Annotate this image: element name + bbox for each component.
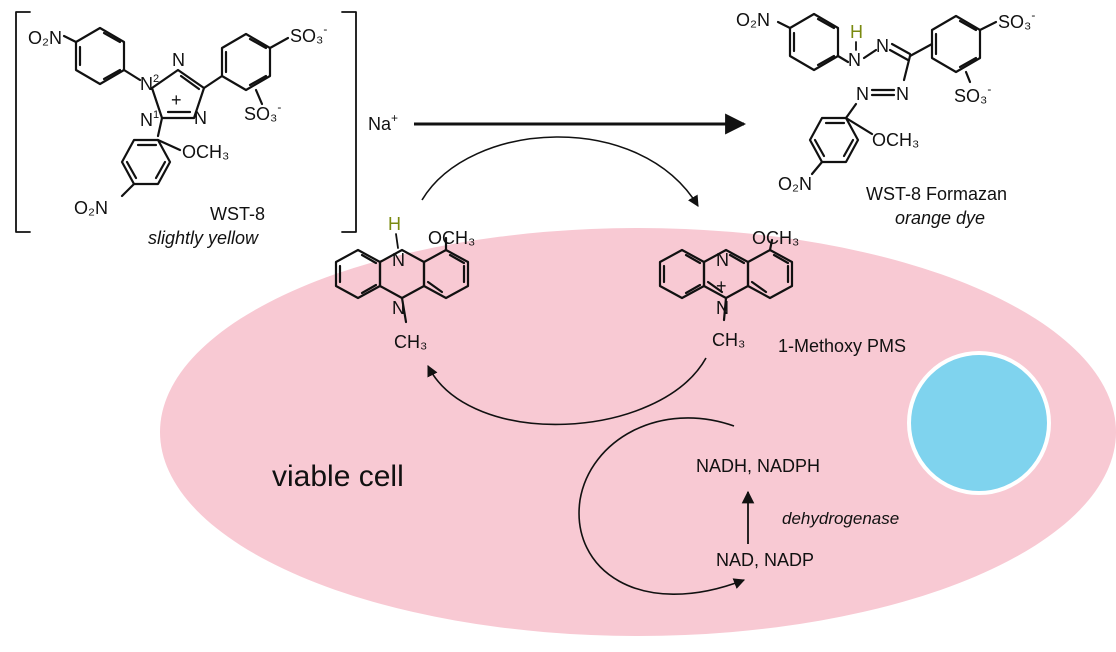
pms-ox-n-bottom: N [716, 298, 729, 318]
formazan-nitro-bottom: O₂N [778, 174, 812, 194]
wst8-nitro-top: O₂N [28, 28, 62, 48]
pms-ox-methoxy: OCH₃ [752, 228, 799, 248]
arc-arrow-pms [427, 357, 707, 426]
pms-name: 1-Methoxy PMS [778, 336, 906, 356]
pms-red-h: H [388, 214, 401, 234]
formazan-nitro-top: O₂N [736, 10, 770, 30]
viable-cell [160, 228, 1116, 636]
arc-arrow-top [421, 136, 699, 207]
wst8-n1-label: N1 [140, 109, 159, 130]
bracket-right [341, 11, 357, 233]
wst8-sulfo-top: SO₃- [290, 22, 327, 46]
bracket-left [15, 11, 31, 233]
pms-oxidized-structure: N N + OCH₃ CH₃ [658, 228, 799, 350]
pms-red-n-bottom: N [392, 298, 405, 318]
wst8-structure: O₂N N2 N + N1 N SO₃- SO₃- OCH₃ O₂N WST-8… [15, 11, 357, 248]
pms-ox-charge: + [716, 276, 727, 296]
wst8-ring-c [120, 138, 172, 186]
formazan-n3: N [896, 84, 909, 104]
wst8-nitro-bottom: O₂N [74, 198, 108, 218]
formazan-ring-c [808, 116, 860, 164]
formazan-h: H [850, 22, 863, 42]
wst8-ring-charge: + [171, 90, 182, 110]
pms-reduced-structure: H N N OCH₃ CH₃ [334, 214, 475, 352]
wst8-methoxy: OCH₃ [182, 142, 229, 162]
nucleus [907, 351, 1051, 495]
wst8-n-top: N [172, 50, 185, 70]
dehydrogenase-label: dehydrogenase [782, 509, 899, 528]
formazan-methoxy: OCH₃ [872, 130, 919, 150]
pms-ox-methyl: CH₃ [712, 330, 745, 350]
wst8-sulfo-bottom: SO₃- [244, 100, 281, 124]
pms-red-n-top: N [392, 250, 405, 270]
wst8-n2-label: N2 [140, 73, 159, 94]
pms-red-methyl: CH₃ [394, 332, 427, 352]
wst8-name: WST-8 [210, 204, 265, 224]
formazan-sulfo-top: SO₃- [998, 8, 1035, 32]
arc-arrow-nad [578, 417, 746, 595]
counter-ion: Na+ [368, 111, 398, 134]
nad-label: NAD, NADP [716, 550, 814, 570]
formazan-ring-a [788, 12, 840, 72]
formazan-n4: N [856, 84, 869, 104]
pms-ox-n-top: N [716, 250, 729, 270]
wst8-n-bottom: N [194, 108, 207, 128]
wst8-ring-a [74, 26, 126, 86]
cell-label: viable cell [272, 460, 404, 493]
wst8-tetrazolium [150, 68, 206, 120]
formazan-name: WST-8 Formazan [866, 184, 1007, 204]
nadh-label: NADH, NADPH [696, 456, 820, 476]
formazan-structure: O₂N H N N N N SO₃- SO₃- OCH₃ [736, 8, 1035, 228]
formazan-n2: N [876, 36, 889, 56]
pms-red-methoxy: OCH₃ [428, 228, 475, 248]
formazan-desc: orange dye [895, 208, 985, 228]
formazan-n1: N [848, 50, 861, 70]
wst8-ring-b [220, 32, 272, 92]
formazan-sulfo-bottom: SO₃- [954, 82, 991, 106]
formazan-ring-b [930, 14, 982, 74]
wst8-desc: slightly yellow [148, 228, 259, 248]
